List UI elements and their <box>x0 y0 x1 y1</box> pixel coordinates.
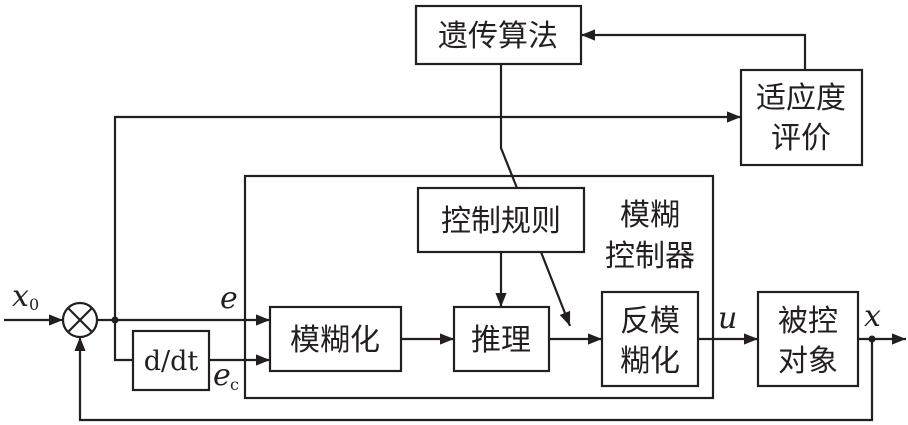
error-to-derivative <box>113 320 133 362</box>
fuzzy-controller-label-1: 模糊 <box>620 198 680 233</box>
genetic-algorithm-label: 遗传算法 <box>438 19 558 54</box>
x0-label: x <box>12 279 29 314</box>
output-branch-point <box>868 335 876 343</box>
fitness-label-1: 适应度 <box>756 81 846 116</box>
fuzzy-controller-label-2: 控制器 <box>605 239 695 274</box>
control-rules-label: 控制规则 <box>441 204 561 239</box>
ec-subscript: c <box>230 375 239 394</box>
derivative-label: d/dt <box>144 346 199 377</box>
ga-to-rules-line <box>499 64 519 189</box>
defuzz-label-1: 反模 <box>620 304 680 339</box>
fuzzification-label: 模糊化 <box>290 323 380 358</box>
plant-label-1: 被控 <box>778 304 838 339</box>
fitness-label-2: 评价 <box>771 121 831 156</box>
fuzzy-controller-box <box>243 174 715 400</box>
defuzz-label-2: 糊化 <box>620 344 680 379</box>
x-label: x <box>864 299 881 334</box>
inference-label: 推理 <box>471 323 531 358</box>
fitness-to-ga-arrow <box>581 29 807 70</box>
rules-to-defuzz-arrow <box>539 251 572 327</box>
e-label: e <box>220 281 238 316</box>
ec-label: e <box>213 358 231 393</box>
error-to-fitness-arrow <box>113 111 741 320</box>
plant-label-2: 对象 <box>778 344 838 379</box>
feedback-arrow <box>74 337 874 422</box>
x0-subscript: 0 <box>29 295 39 314</box>
u-label: u <box>718 301 737 336</box>
summing-junction <box>61 301 99 339</box>
branch-point <box>111 316 119 324</box>
